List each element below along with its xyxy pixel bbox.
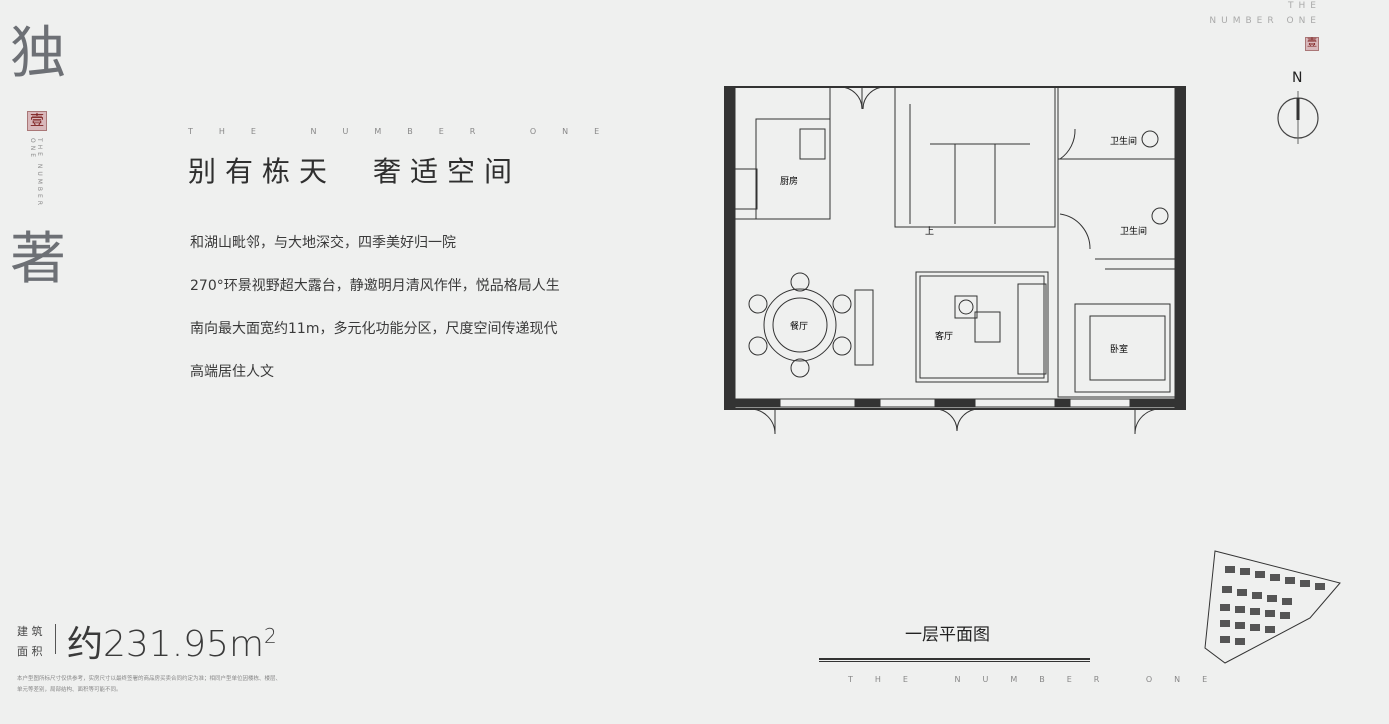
disclaimer-line: 本户型图所标尺寸仅供参考，实房尺寸以最终签署的商品房买卖合同约定为准；相同户型单… (17, 676, 282, 682)
intro-paragraph: 和湖山毗邻，与大地深交，四季美好归一院 270°环景视野超大露台，静邀明月清风作… (190, 222, 560, 394)
vertical-tagline: THE NUMBER ONE (29, 138, 43, 209)
seal-icon-top: 壹 (1305, 37, 1319, 51)
area-label: 建 筑 面 积 (17, 622, 43, 662)
title-char-1: 独 (10, 21, 66, 86)
area-unit-sup: 2 (264, 624, 277, 648)
room-bath-1: 卫生间 (1110, 135, 1137, 147)
plan-title-underline (819, 658, 1090, 662)
floor-plan: 厨房 餐厅 客厅 上 卫生间 卫生间 卧室 (724, 86, 1186, 435)
intro-line: 和湖山毗邻，与大地深交，四季美好归一院 (190, 235, 456, 251)
title-char-2: 著 (10, 227, 66, 292)
area-value: 约231.95m2 (67, 615, 277, 667)
disclaimer-line: 单元等差别，局部结构、面积等可能不同。 (17, 687, 122, 693)
seal-icon: 壹 (27, 111, 47, 131)
area-label-1: 建 筑 (17, 625, 43, 638)
plan-tagline: THE NUMBER ONE (848, 675, 1230, 684)
divider (55, 624, 56, 654)
compass-icon (1277, 91, 1319, 144)
room-bedroom: 卧室 (1110, 343, 1128, 355)
intro-line: 高端居住人文 (190, 364, 274, 380)
area-number: 约231.95m (67, 624, 265, 665)
site-plan-icon (1204, 550, 1341, 664)
intro-line: 270°环景视野超大露台，静邀明月清风作伴，悦品格局人生 (190, 278, 560, 294)
plan-title: 一层平面图 (905, 625, 990, 645)
room-living: 客厅 (935, 330, 953, 342)
room-kitchen: 厨房 (780, 175, 798, 187)
room-bath-2: 卫生间 (1120, 225, 1147, 237)
stairs-label: 上 (925, 226, 934, 237)
top-tagline-1: THE (1288, 1, 1321, 11)
intro-tagline: THE NUMBER ONE (188, 127, 626, 136)
area-label-2: 面 积 (17, 645, 43, 658)
disclaimer: 本户型图所标尺寸仅供参考，实房尺寸以最终签署的商品房买卖合同约定为准；相同户型单… (17, 674, 281, 696)
headline: 别有栋天 奢适空间 (188, 155, 522, 188)
compass-label: N (1292, 70, 1303, 86)
intro-line: 南向最大面宽约11m，多元化功能分区，尺度空间传递现代 (190, 321, 558, 337)
top-tagline-2: NUMBER ONE (1209, 16, 1321, 26)
room-dining: 餐厅 (790, 320, 808, 332)
